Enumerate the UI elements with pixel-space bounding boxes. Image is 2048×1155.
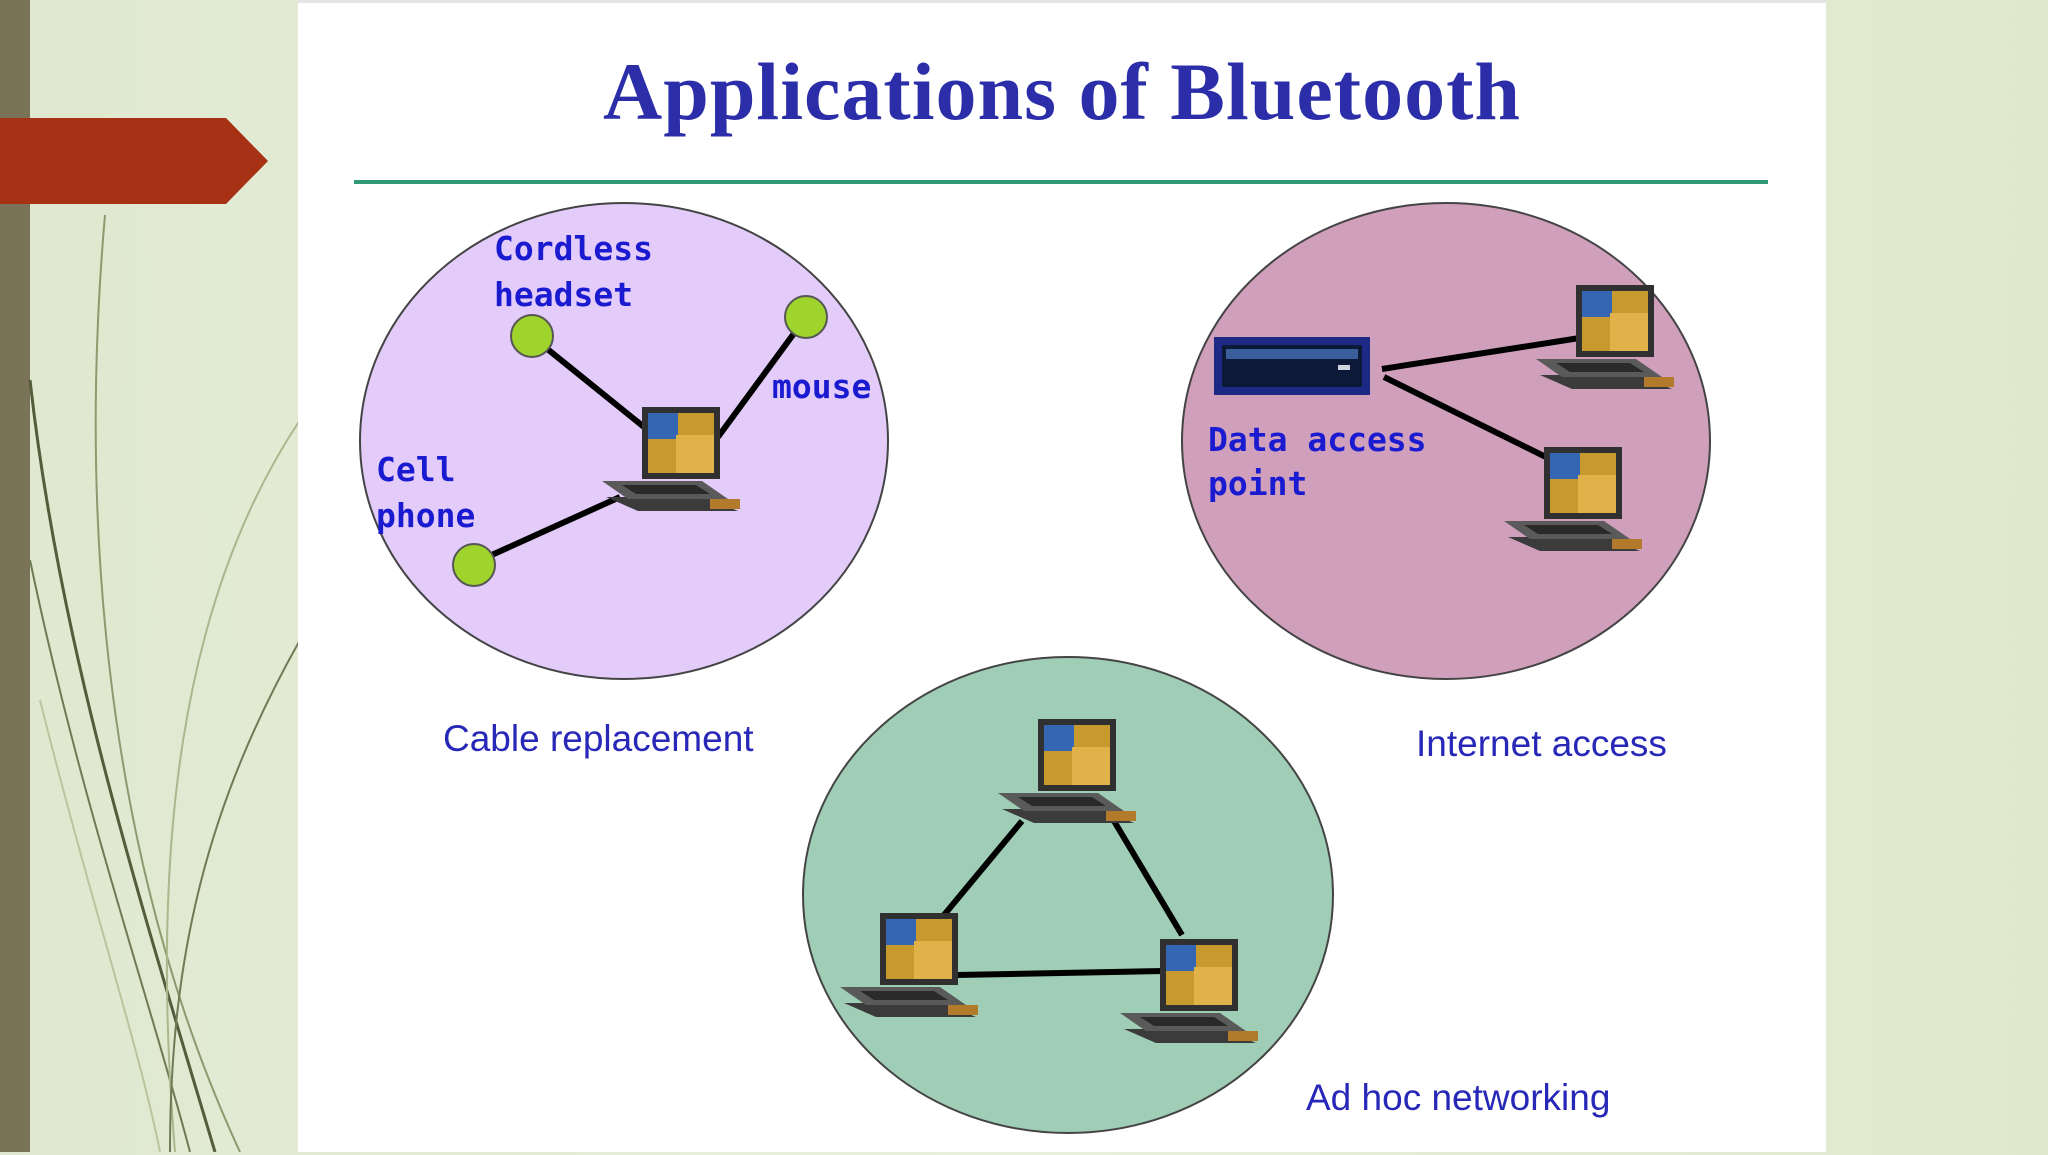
red-arrow-shape <box>0 118 268 204</box>
access-point-icon <box>1214 337 1370 395</box>
caption-adhoc-networking: Ad hoc networking <box>1306 1077 1610 1118</box>
label-ap-line2: point <box>1208 464 1307 503</box>
caption-cable-replacement: Cable replacement <box>443 718 754 759</box>
internet-access-group: Data access point Internet access <box>1181 202 1711 764</box>
bluetooth-diagram: Cordless headset mouse Cell phone Cable … <box>359 202 1711 1134</box>
label-headset-line1: Cordless <box>494 229 653 268</box>
label-ap-line1: Data access <box>1208 420 1427 459</box>
slide: Applications of Bluetooth <box>298 0 1826 1152</box>
label-mouse: mouse <box>772 367 871 406</box>
label-headset-line2: headset <box>494 275 633 314</box>
device-dot-icon <box>452 543 496 587</box>
adhoc-link-2 <box>1111 819 1185 937</box>
caption-internet-access: Internet access <box>1416 723 1667 764</box>
label-phone-line2: phone <box>376 496 475 535</box>
adhoc-link-3 <box>955 968 1165 978</box>
decorative-curves <box>28 214 300 1152</box>
ap-link-1 <box>1381 334 1587 372</box>
slide-title: Applications of Bluetooth <box>603 46 1521 137</box>
label-phone-line1: Cell <box>376 450 455 489</box>
adhoc-link-1 <box>941 819 1025 917</box>
phone-link <box>472 494 622 566</box>
cable-replacement-group: Cordless headset mouse Cell phone Cable … <box>359 202 889 759</box>
mouse-link <box>715 315 809 439</box>
title-divider <box>354 180 1768 184</box>
device-dot-icon <box>784 295 828 339</box>
device-dot-icon <box>510 314 554 358</box>
adhoc-networking-group: Ad hoc networking <box>802 656 1610 1134</box>
ap-link-2 <box>1382 374 1560 466</box>
headset-link <box>528 332 646 430</box>
